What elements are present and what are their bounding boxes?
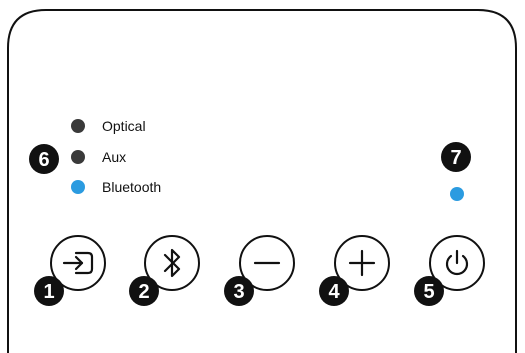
status-led <box>450 187 464 201</box>
input-button[interactable] <box>50 235 106 291</box>
callout-7-number: 7 <box>450 147 461 169</box>
callout-3-number: 3 <box>233 281 244 303</box>
callout-1: 1 <box>34 276 64 306</box>
power-button[interactable] <box>429 235 485 291</box>
plus-icon <box>348 249 376 277</box>
callout-2: 2 <box>129 276 159 306</box>
callout-5: 5 <box>414 276 444 306</box>
callout-2-number: 2 <box>138 281 149 303</box>
callout-4-number: 4 <box>328 281 340 303</box>
optical-label: Optical <box>102 118 146 134</box>
callout-7: 7 <box>441 142 471 172</box>
panel-outline <box>7 9 517 353</box>
callout-5-number: 5 <box>423 281 434 303</box>
input-source-icon <box>62 251 94 275</box>
callout-4: 4 <box>319 276 349 306</box>
aux-label: Aux <box>102 149 126 165</box>
source-indicator-group: Optical Aux Bluetooth <box>71 118 161 195</box>
callout-6-number: 6 <box>38 149 49 171</box>
power-icon <box>445 249 469 276</box>
volume-up-button[interactable] <box>334 235 390 291</box>
bluetooth-label: Bluetooth <box>102 179 161 195</box>
bluetooth-led <box>71 180 85 194</box>
callout-3: 3 <box>224 276 254 306</box>
volume-down-button[interactable] <box>239 235 295 291</box>
bluetooth-button[interactable] <box>144 235 200 291</box>
callout-6: 6 <box>29 144 59 174</box>
bluetooth-icon <box>163 248 181 278</box>
callout-1-number: 1 <box>43 281 54 303</box>
aux-led <box>71 150 85 164</box>
optical-led <box>71 119 85 133</box>
